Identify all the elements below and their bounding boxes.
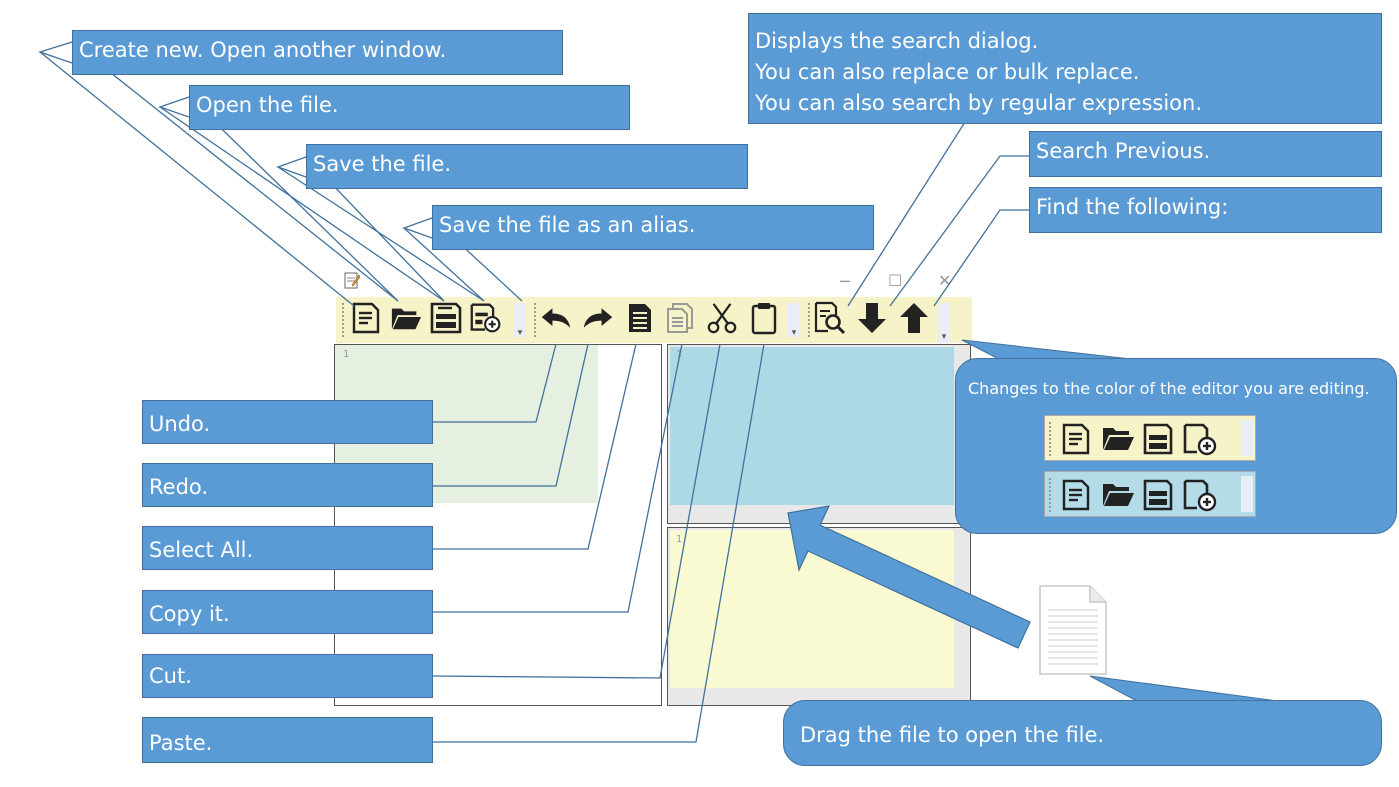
callout-drag-file: Drag the file to open the file.: [783, 700, 1382, 766]
callout-search-previous: Search Previous.: [1029, 131, 1382, 177]
new-button[interactable]: [350, 301, 382, 335]
toolbar-preview-yellow: [1044, 415, 1256, 461]
callout-find-next: Find the following:: [1029, 187, 1382, 233]
toolbar-preview-blue: [1044, 471, 1256, 517]
search-dialog-line-2: You can also replace or bulk replace.: [755, 60, 1140, 84]
paste-button[interactable]: [748, 301, 780, 335]
redo-icon: [583, 308, 613, 328]
toolbar-grip-3[interactable]: [808, 303, 812, 337]
new-document-icon: [352, 302, 380, 334]
pane-top-right-content: [670, 347, 954, 505]
arrow-down-icon: [858, 303, 886, 333]
paste-icon: [751, 303, 777, 335]
line-number: 1: [343, 349, 350, 360]
undo-icon: [541, 308, 571, 328]
search-dialog-line-3: You can also search by regular expressio…: [755, 91, 1202, 115]
search-button[interactable]: [814, 301, 846, 335]
pane-bottom-right-content: [670, 530, 954, 688]
undo-button[interactable]: [540, 301, 572, 335]
callout-cut: Cut.: [142, 654, 433, 698]
open-folder-icon: [391, 308, 422, 330]
copy-icon: [667, 303, 693, 333]
select-all-icon: [629, 304, 651, 332]
toolbar-overflow-1[interactable]: ▾: [514, 303, 526, 338]
callout-select-all: Select All.: [142, 526, 433, 570]
save-as-icon: [470, 303, 501, 333]
callout-undo: Undo.: [142, 400, 433, 444]
select-all-button[interactable]: [624, 301, 656, 335]
callout-create-new: Create new. Open another window.: [72, 30, 563, 75]
app-icon: [344, 271, 361, 289]
callout-redo: Redo.: [142, 463, 433, 507]
callout-save-alias: Save the file as an alias.: [432, 205, 874, 250]
color-change-text: Changes to the color of the editor you a…: [968, 379, 1370, 398]
main-toolbar: ▾ ▾ ▾: [336, 297, 972, 343]
callout-copy: Copy it.: [142, 590, 433, 634]
callout-search-dialog: Displays the search dialog. You can also…: [748, 13, 1382, 124]
cut-button[interactable]: [706, 301, 738, 335]
editor-pane-bottom-right[interactable]: 1: [667, 527, 971, 706]
callout-open-file: Open the file.: [189, 85, 630, 130]
maximize-button[interactable]: ☐: [888, 271, 903, 290]
toolbar-grip[interactable]: [342, 303, 346, 337]
search-icon: [814, 301, 846, 335]
callout-color-change: Changes to the color of the editor you a…: [955, 358, 1397, 534]
editor-pane-top-right[interactable]: 1: [667, 344, 971, 524]
callout-save-file: Save the file.: [306, 144, 748, 189]
drag-file-text: Drag the file to open the file.: [800, 723, 1105, 747]
redo-button[interactable]: [582, 301, 614, 335]
line-number: 1: [676, 534, 683, 545]
save-button[interactable]: [430, 301, 462, 335]
close-button[interactable]: ✕: [938, 271, 952, 290]
save-as-button[interactable]: [470, 301, 502, 335]
toolbar-overflow-3[interactable]: ▾: [938, 303, 950, 343]
open-button[interactable]: [390, 301, 422, 335]
copy-button[interactable]: [664, 301, 696, 335]
line-number: 1: [676, 349, 683, 360]
minimize-button[interactable]: ─: [840, 272, 850, 291]
search-next-button[interactable]: [856, 301, 888, 335]
callout-paste: Paste.: [142, 717, 433, 763]
arrow-up-icon: [900, 303, 928, 333]
search-dialog-line-1: Displays the search dialog.: [755, 29, 1039, 53]
file-icon[interactable]: [1038, 584, 1108, 676]
toolbar-overflow-2[interactable]: ▾: [788, 303, 800, 338]
editor-pane-left[interactable]: 1: [334, 344, 662, 706]
save-icon: [430, 302, 462, 334]
cut-icon: [707, 303, 737, 334]
toolbar-grip-2[interactable]: [534, 303, 538, 337]
search-previous-button[interactable]: [898, 301, 930, 335]
